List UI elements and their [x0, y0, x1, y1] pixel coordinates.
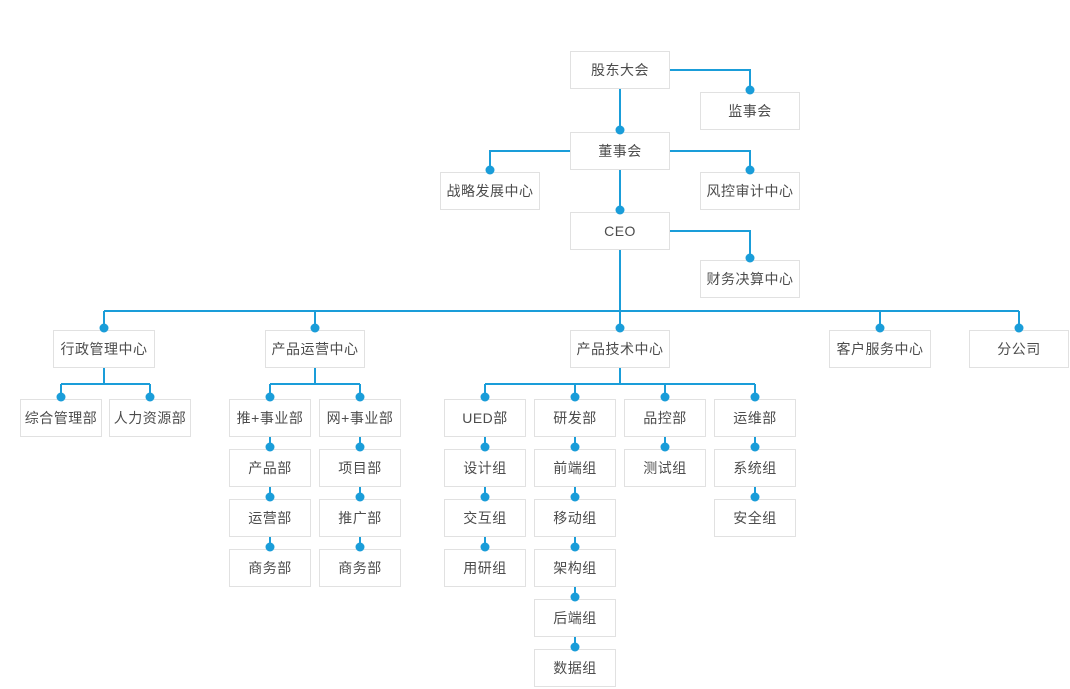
org-node-shjz: 数据组 [534, 649, 616, 687]
org-node-jgz: 架构组 [534, 549, 616, 587]
org-node-cpyy: 产品运营中心 [265, 330, 365, 368]
org-node-jsh: 监事会 [700, 92, 800, 130]
org-node-xtz: 系统组 [714, 449, 796, 487]
org-node-khfw: 客户服务中心 [829, 330, 931, 368]
org-node-ydz: 移动组 [534, 499, 616, 537]
org-node-fksj: 风控审计中心 [700, 172, 800, 210]
org-node-swb1: 商务部 [229, 549, 311, 587]
org-node-yyb: 运营部 [229, 499, 311, 537]
org-node-yyz: 用研组 [444, 549, 526, 587]
org-node-yfb: 研发部 [534, 399, 616, 437]
org-node-rlzyb: 人力资源部 [109, 399, 191, 437]
org-node-dsh: 董事会 [570, 132, 670, 170]
org-node-aqz: 安全组 [714, 499, 796, 537]
org-node-ceo: CEO [570, 212, 670, 250]
org-node-gds: 股东大会 [570, 51, 670, 89]
org-node-hdz: 后端组 [534, 599, 616, 637]
org-node-zhglb: 综合管理部 [20, 399, 102, 437]
org-node-cpjs: 产品技术中心 [570, 330, 670, 368]
org-node-qdz: 前端组 [534, 449, 616, 487]
org-node-pkb: 品控部 [624, 399, 706, 437]
org-node-xmb: 项目部 [319, 449, 401, 487]
org-node-wsyb: 网+事业部 [319, 399, 401, 437]
org-node-xzgl: 行政管理中心 [53, 330, 155, 368]
org-node-jhz: 交互组 [444, 499, 526, 537]
org-node-tgb: 推广部 [319, 499, 401, 537]
org-node-zlfz: 战略发展中心 [440, 172, 540, 210]
org-node-cpb: 产品部 [229, 449, 311, 487]
org-node-swb2: 商务部 [319, 549, 401, 587]
org-node-sjz: 设计组 [444, 449, 526, 487]
org-node-tsyb: 推+事业部 [229, 399, 311, 437]
org-node-fgs: 分公司 [969, 330, 1069, 368]
org-node-ywb: 运维部 [714, 399, 796, 437]
org-node-cwjs: 财务决算中心 [700, 260, 800, 298]
org-node-uedb: UED部 [444, 399, 526, 437]
org-node-csz: 测试组 [624, 449, 706, 487]
